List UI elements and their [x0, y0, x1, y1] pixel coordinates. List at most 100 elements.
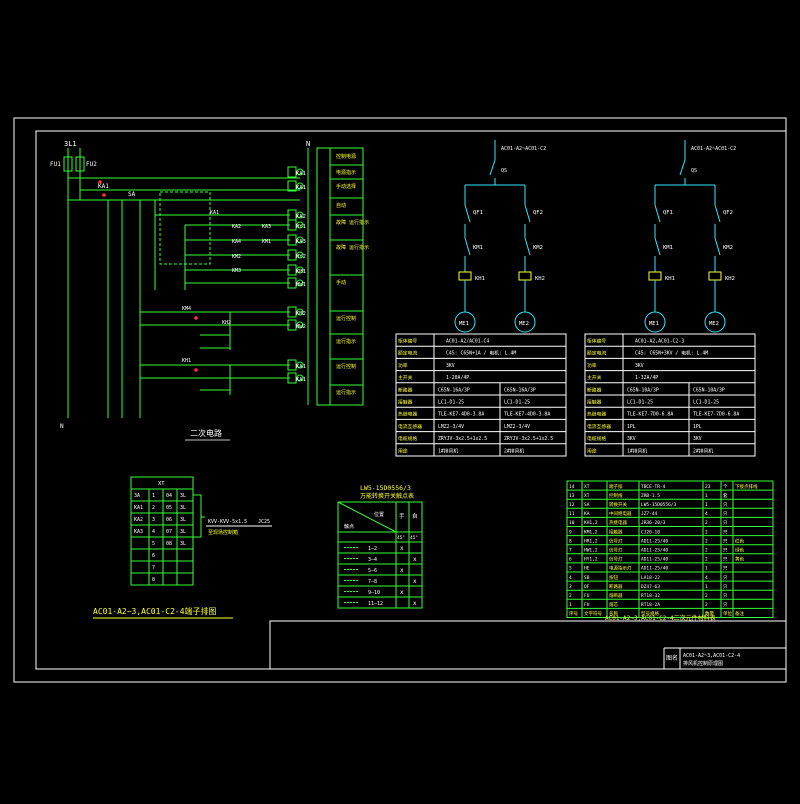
coil-label: KA1 [296, 171, 306, 177]
motor-symbol [644, 311, 666, 333]
equipment-table-header-cell: 柜体编号 [398, 338, 417, 345]
equipment-table-cell: C45: C65N+1A / 电机: L.4M [446, 350, 516, 357]
switch-contact: 11—12 [368, 601, 383, 607]
power-diagrams: AC01-A2~AC01-C2QSQF1KM1KH1ME1QF2KM2KH2ME… [454, 140, 736, 333]
coil-label: HY2 [296, 254, 306, 260]
parts-cell: HY1,2 [584, 557, 598, 563]
marker-dot [194, 316, 198, 320]
equipment-table-cell: LC1-D1-25 [438, 400, 464, 406]
title-block: 图名 AC01-A2~3,AC01-C2-4 排风机控制原理图 [269, 620, 787, 670]
parts-cell: LW5-15D0556/3 [641, 502, 677, 508]
lamp-symbol [296, 374, 304, 382]
parts-cell: 序号 [569, 610, 578, 617]
parts-cell: HR1,2 [584, 538, 598, 544]
fuse-fu1 [63, 156, 73, 172]
main-switch [679, 159, 686, 176]
parts-cell: 10 [569, 520, 575, 526]
cable-number: JC25 [258, 519, 270, 525]
parts-cell: AD11-25/40 [641, 566, 668, 572]
parts-cell: 2 [705, 538, 708, 544]
terminal-caption: AC01-A2~3,AC01-C2-4端子排图 [93, 606, 217, 616]
parts-cell: QF [584, 584, 590, 590]
equipment-table-cell: TLE-KE7-7D0-6.8A [627, 412, 673, 418]
coil-symbol [287, 264, 297, 276]
lamp-symbol [296, 251, 304, 259]
lamp-symbol [296, 308, 304, 316]
equipment-table-header-cell: 额定电流 [398, 350, 417, 357]
parts-cell: 2 [705, 593, 708, 599]
km-label: KM2 [723, 245, 733, 251]
cable-label: KVV-KVV-5x1.5 [208, 519, 247, 525]
parts-cell: 14 [569, 484, 575, 490]
parts-cell: XT [584, 484, 590, 490]
parts-cell: 文字符号 [584, 610, 602, 617]
switch-title: LW5-15D0556/3 [360, 484, 411, 492]
equipment-table-cell: 1-32A/4P [635, 375, 658, 381]
parts-cell: 4 [569, 575, 572, 581]
coil-label: HY1 [296, 224, 306, 230]
parts-cell: 3 [569, 584, 572, 590]
motor-label: ME2 [709, 321, 719, 327]
terminal-cell-text: 08 [166, 541, 172, 547]
equipment-table-header-cell: 用途 [587, 447, 597, 454]
parts-cell: 4 [705, 511, 708, 517]
coil-label: KA2 [296, 214, 306, 220]
equipment-table-header-cell: 主开关 [398, 374, 413, 381]
lamp-symbol [296, 279, 304, 287]
terminal-cell-text: 4 [152, 529, 155, 535]
lamp-symbol [296, 211, 304, 219]
title-block-frame [269, 620, 787, 670]
terminal-cell-text: 3L [180, 541, 186, 547]
coil-label: HW1 [296, 282, 306, 288]
parts-cell: HW1,2 [584, 548, 598, 554]
equipment-table-header-cell: 接触器 [587, 399, 602, 406]
motor-symbol [454, 311, 476, 333]
parts-cell: 6 [569, 557, 572, 563]
parts-cell: 只 [723, 575, 728, 581]
contact-label: KA1 [210, 210, 219, 216]
lamp-symbol [296, 321, 304, 329]
kh-label: KH2 [725, 276, 735, 282]
parts-cell: KM1,2 [584, 529, 598, 535]
equipment-table-cell: 3KV [693, 436, 702, 442]
km-label: KM2 [533, 245, 543, 251]
qf-contact [714, 204, 721, 223]
terminal-cell-text: 3L [180, 493, 186, 499]
equipment-table-header-cell: 热继电器 [398, 411, 417, 418]
lamp-symbol [296, 182, 304, 190]
terminal-cell-text: 7 [152, 565, 155, 571]
title-block-text2: 排风机控制原理图 [683, 660, 723, 667]
breaker-label: QS [691, 168, 697, 174]
equipment-table-cell: TLE-KE7-4D0-3.8A [438, 412, 484, 418]
parts-cell: AD11-25/40 [641, 557, 668, 563]
parts-cell: 1 [705, 566, 708, 572]
parts-cell: 1 [569, 602, 572, 608]
equipment-table-header-cell: 电缆规格 [398, 435, 417, 442]
coil-symbol [287, 306, 297, 318]
coil-column: KA1KA1KA2HY1KA3HY2KM1HW1KM2HW2KA1KA1KA1K… [98, 166, 306, 384]
equipment-table-cell: ZRYJV-3x2.5+1x2.5 [438, 436, 487, 442]
parts-cell: 断路器 [609, 583, 623, 590]
equipment-table-cell: 1#排风机 [627, 447, 647, 454]
fu1-label: FU1 [50, 161, 61, 168]
parts-cell: 端子排 [609, 483, 623, 490]
terminal-cell-text: 3L [180, 505, 186, 511]
parts-cell: 熔断器 [609, 592, 623, 599]
equipment-table-cell: TLE-KE7-7D0-6.8A [693, 412, 739, 418]
title-block-text1: AC01-A2~3,AC01-C2-4 [683, 653, 740, 659]
motor-symbol [514, 311, 536, 333]
kh-label: KH1 [475, 276, 485, 282]
switch-diag-top: 位置 [374, 511, 384, 518]
switch-mark: x [413, 578, 417, 585]
ka1-label: KA1 [98, 183, 109, 190]
parts-cell: JZ7-44 [641, 511, 658, 517]
parts-cell: 只 [723, 511, 728, 517]
feeder-label: AC01-A2~AC01-C2 [691, 146, 736, 152]
switch-mark: x [413, 600, 417, 607]
contact-label: KA2 [232, 224, 241, 230]
terminal-cell-text: 3 [152, 517, 155, 523]
